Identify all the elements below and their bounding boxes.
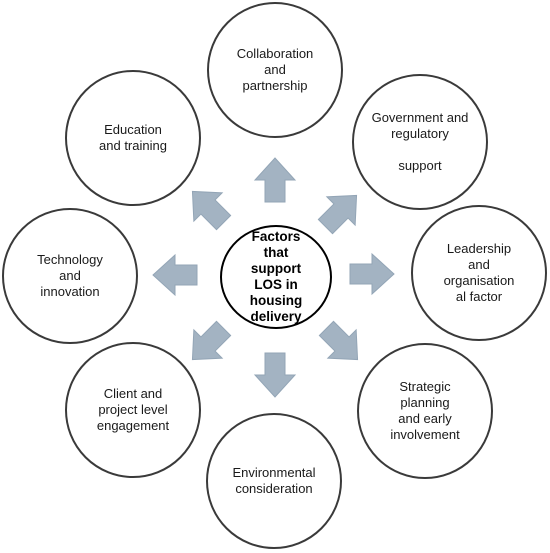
factor-strategic: Strategic planning and early involvement bbox=[357, 343, 493, 479]
factor-education-label: Education and training bbox=[99, 122, 167, 153]
factor-leadership-label: Leadership and organisation al factor bbox=[443, 241, 515, 304]
factor-collaboration: Collaboration and partnership bbox=[207, 2, 343, 138]
center-circle: Factors that support LOS in housing deli… bbox=[220, 225, 332, 329]
arrow-left bbox=[152, 253, 198, 297]
arrow-down-right bbox=[318, 320, 359, 361]
arrow-down bbox=[253, 352, 297, 398]
arrow-up-right bbox=[317, 194, 358, 235]
factor-technology: Technology and innovation bbox=[2, 208, 138, 344]
arrow-up bbox=[253, 157, 297, 203]
factor-environmental: Environmental consideration bbox=[206, 413, 342, 549]
factor-client-label: Client and project level engagement bbox=[96, 386, 170, 433]
center-label: Factors that support LOS in housing deli… bbox=[249, 229, 303, 324]
factor-education: Education and training bbox=[65, 70, 201, 206]
factor-technology-label: Technology and innovation bbox=[37, 252, 103, 299]
factor-government: Government and regulatory support bbox=[352, 74, 488, 210]
factor-environmental-label: Environmental consideration bbox=[232, 465, 316, 496]
factor-government-label: Government and regulatory support bbox=[371, 110, 469, 173]
arrow-up-left bbox=[191, 190, 232, 231]
factor-collaboration-label: Collaboration and partnership bbox=[236, 46, 314, 93]
factor-strategic-label: Strategic planning and early involvement bbox=[390, 379, 460, 442]
factor-client: Client and project level engagement bbox=[65, 342, 201, 478]
arrow-down-left bbox=[191, 320, 232, 361]
factor-leadership: Leadership and organisation al factor bbox=[411, 205, 547, 341]
arrow-right bbox=[349, 252, 395, 296]
